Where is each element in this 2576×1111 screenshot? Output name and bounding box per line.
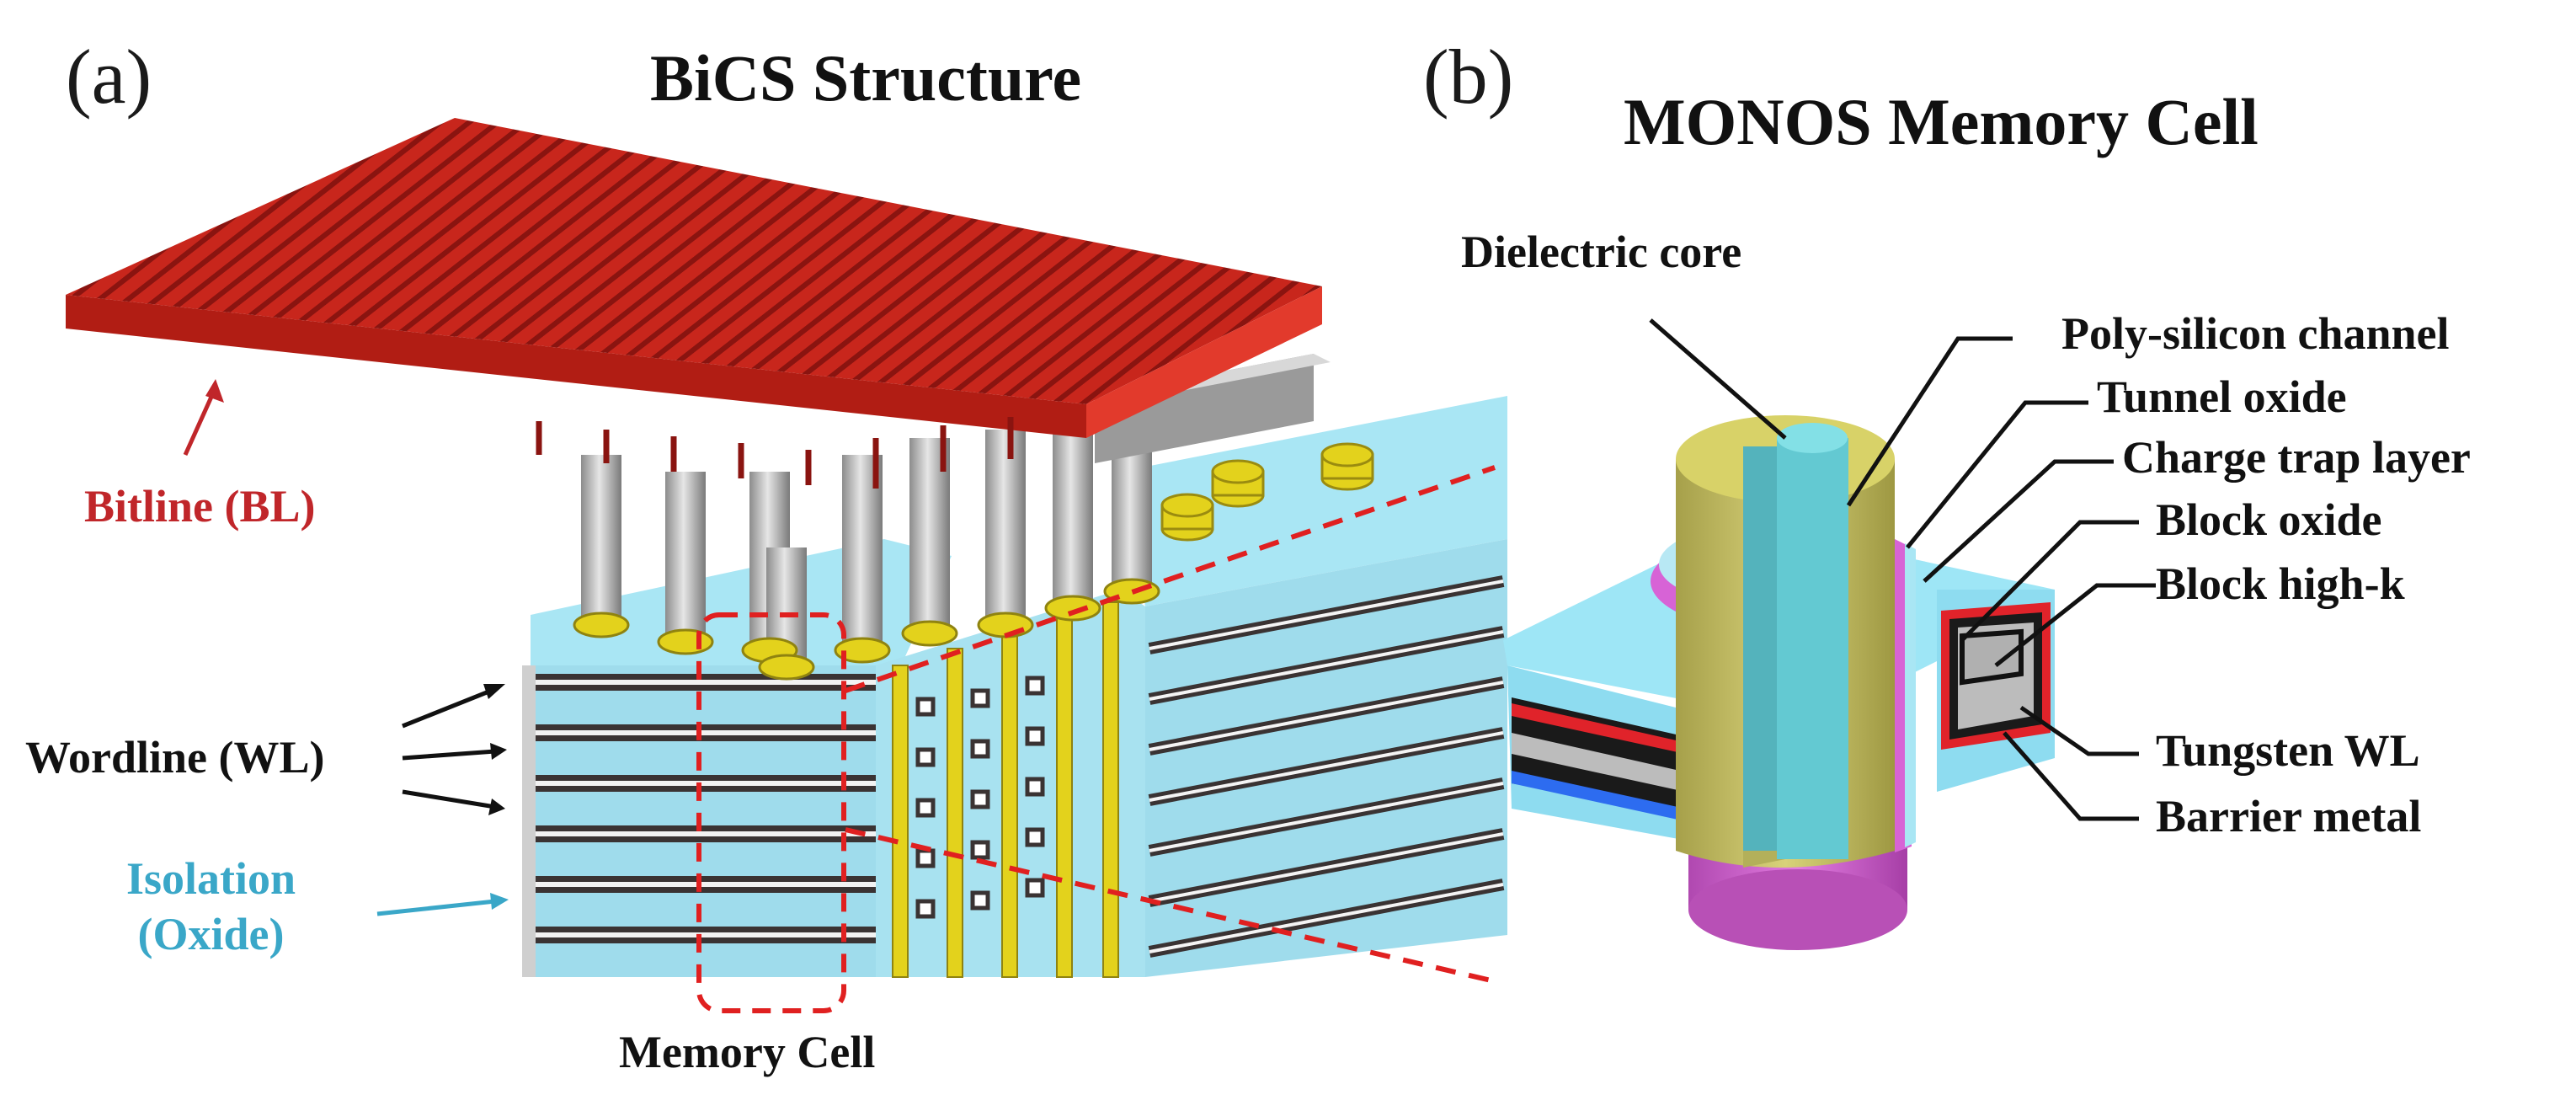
monos-cell-illustration: [1503, 415, 2055, 950]
isolation-label: Isolation (Oxide): [126, 851, 296, 962]
oxide-slab-right: [1937, 590, 2055, 792]
right-block-front: [1145, 539, 1507, 977]
bitline-plate: [66, 118, 1322, 489]
panel-b-letter: (b): [1423, 34, 1514, 120]
tunnel-oxide-label: Tunnel oxide: [2097, 371, 2347, 422]
dielectric-core: [1777, 438, 1848, 859]
bics-structure-illustration: [66, 118, 1507, 1013]
tungsten-wl-label: Tungsten WL: [2156, 725, 2420, 776]
right-block-top: [1120, 396, 1507, 606]
dielectric-core-label: Dielectric core: [1461, 227, 1742, 277]
bitline-arrow: [183, 379, 224, 457]
charge-trap-label: Charge trap layer: [2122, 432, 2471, 483]
memory-cell-highlight: [696, 612, 846, 1013]
zoom-lines: [845, 465, 1496, 984]
wordline-arrows: [402, 684, 507, 815]
leader-lines: [1649, 318, 2156, 821]
isolation-label-line2: (Oxide): [137, 909, 285, 959]
right-pillar-caps: [1160, 442, 1374, 542]
vertical-pillars: [573, 413, 1160, 681]
barrier-metal-label: Barrier metal: [2156, 791, 2422, 841]
panel-a-letter: (a): [66, 34, 152, 120]
block-oxide-label: Block oxide: [2156, 494, 2382, 545]
poly-channel-label: Poly-silicon channel: [2061, 308, 2450, 359]
gray-slab: [1095, 354, 1314, 463]
panel-a-title: BiCS Structure: [650, 41, 1082, 115]
bitline-label: Bitline (BL): [84, 481, 316, 531]
isolation-arrow: [376, 893, 509, 916]
panel-b-title: MONOS Memory Cell: [1624, 85, 2259, 158]
cut-section-channels: [876, 590, 1145, 978]
wordline-label: Wordline (WL): [25, 732, 325, 783]
block-highk-label: Block high-k: [2156, 558, 2405, 609]
isolation-label-line1: Isolation: [126, 853, 296, 904]
memory-cell-label: Memory Cell: [619, 1027, 876, 1077]
